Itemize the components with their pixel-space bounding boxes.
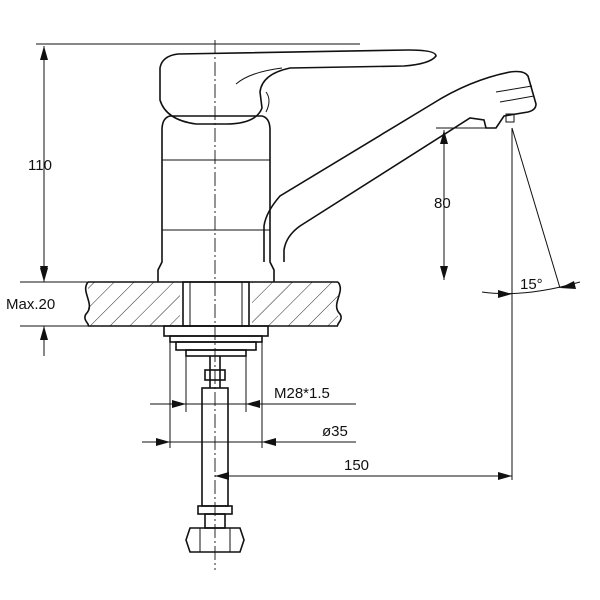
faucet-body bbox=[157, 115, 275, 282]
dimension-max20: Max.20 bbox=[6, 250, 55, 356]
dimension-150: 150 bbox=[215, 457, 512, 480]
dimension-150-label: 150 bbox=[344, 457, 369, 474]
dimension-angle-label: 15° bbox=[520, 276, 543, 293]
dimension-max20-label: Max.20 bbox=[6, 296, 55, 313]
dimension-80: 80 bbox=[434, 127, 496, 280]
spout bbox=[263, 70, 537, 262]
dimension-110-label: 110 bbox=[28, 157, 52, 174]
countertop-section bbox=[20, 281, 342, 327]
dimension-angle: 15° bbox=[481, 276, 581, 298]
center-lines bbox=[214, 40, 561, 570]
dimension-110: 110 bbox=[28, 43, 360, 280]
mounting-shank bbox=[163, 281, 269, 357]
dimension-80-label: 80 bbox=[434, 195, 451, 212]
dimension-thread-label: M28*1.5 bbox=[274, 385, 330, 402]
dimension-thread: M28*1.5 bbox=[150, 356, 356, 412]
dimension-diameter: ø35 bbox=[142, 342, 356, 448]
dimension-diameter-label: ø35 bbox=[322, 423, 348, 440]
lever-handle bbox=[159, 49, 437, 125]
